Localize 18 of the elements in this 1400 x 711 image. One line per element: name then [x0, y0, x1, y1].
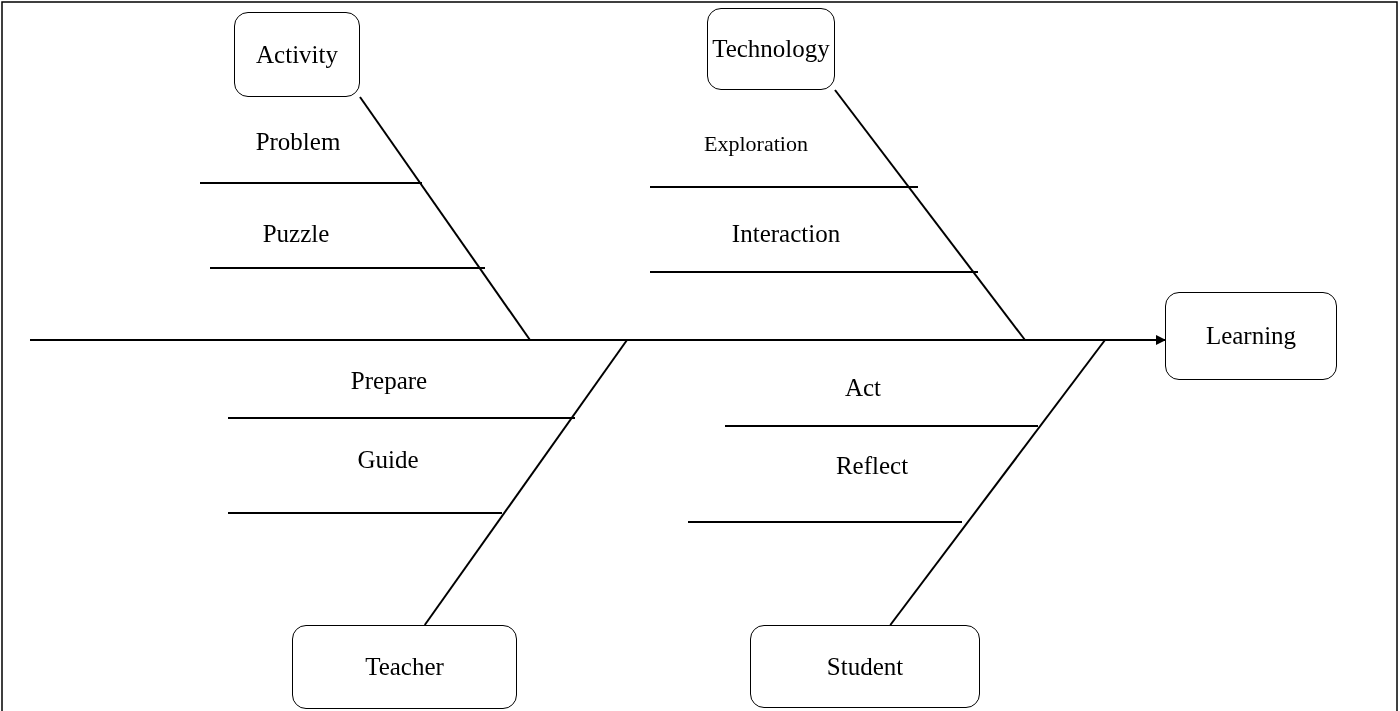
bone-line: [423, 339, 628, 626]
category-box: Learning: [1165, 292, 1337, 380]
bone-line: [889, 339, 1106, 626]
cause-label: Prepare: [350, 367, 428, 395]
bone-line: [834, 89, 1026, 341]
cause-label: Guide: [357, 446, 419, 474]
cause-label: Act: [844, 374, 882, 402]
category-box: Student: [750, 625, 980, 708]
category-box: Activity: [234, 12, 360, 97]
spine-arrow: [29, 334, 1166, 345]
cause-label: Exploration: [704, 131, 808, 157]
bone-line: [359, 96, 531, 341]
category-box: Teacher: [292, 625, 517, 709]
cause-label: Problem: [255, 128, 341, 156]
cause-label: Interaction: [731, 220, 841, 248]
cause-label: Puzzle: [262, 220, 330, 248]
cause-label: Reflect: [835, 452, 909, 480]
category-box: Technology: [707, 8, 835, 90]
